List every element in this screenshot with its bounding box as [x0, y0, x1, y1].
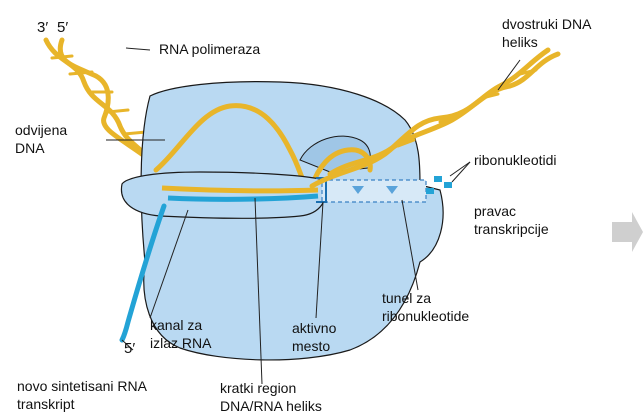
double-helix-label-line2: heliks [502, 34, 538, 50]
exit-channel-label-line1: kanal za [150, 317, 202, 333]
unwound-dna-label-line1: odvijena [15, 122, 67, 138]
new-rna-label-line1: novo sintetisani RNA [17, 378, 147, 394]
rna-polymerase-label: RNA polimeraza [159, 41, 260, 57]
direction-label-line2: transkripcije [474, 221, 549, 237]
short-region-label-line2: DNA/RNA heliks [220, 398, 322, 414]
tunnel-label-line1: tunel za [382, 290, 431, 306]
active-site-label-line1: aktivno [292, 320, 336, 336]
ribonucleotides-label: ribonukleotidi [474, 152, 557, 168]
right-arrow-icon [612, 212, 643, 252]
short-region-label-line1: kratki region [220, 380, 296, 396]
exit-channel-label-line2: izlaz RNA [150, 335, 211, 351]
direction-label-line1: pravac [474, 203, 516, 219]
rna-5-end-label: 5′ [124, 341, 135, 357]
ribonucleotide-tunnel [322, 180, 426, 202]
dna-end-5-label: 5′ [57, 20, 68, 36]
incoming-dna-helix [46, 40, 156, 170]
active-site-label-line2: mesto [292, 338, 330, 354]
dna-end-3-label: 3′ [37, 20, 48, 36]
double-helix-label-line1: dvostruki DNA [502, 16, 591, 32]
unwound-dna-label-line2: DNA [15, 140, 45, 156]
new-rna-label-line2: transkript [17, 396, 75, 412]
tunnel-label-line2: ribonukleotide [382, 308, 469, 324]
template-dna-strand [162, 188, 318, 191]
